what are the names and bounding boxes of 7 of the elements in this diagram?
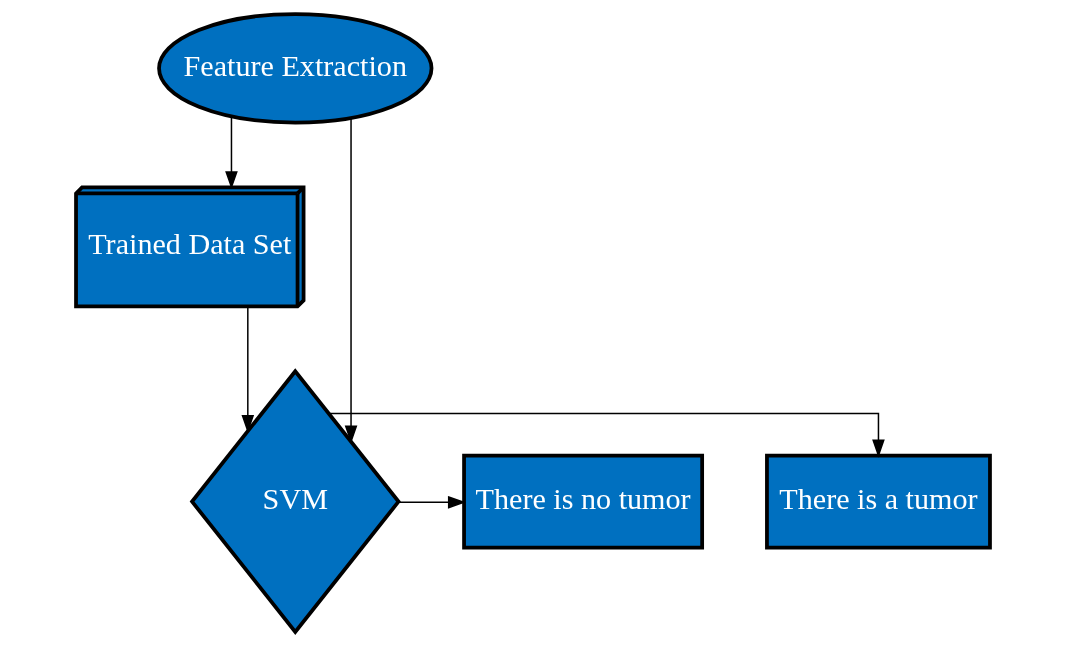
arrow	[327, 412, 885, 458]
arrow	[396, 496, 466, 509]
node-ellipse: Feature Extraction	[156, 12, 433, 125]
arrow	[344, 117, 357, 444]
node-box: There is no tumor	[461, 453, 704, 550]
node-box: There is a tumor	[764, 453, 992, 550]
node-diamond: SVM	[189, 368, 401, 635]
